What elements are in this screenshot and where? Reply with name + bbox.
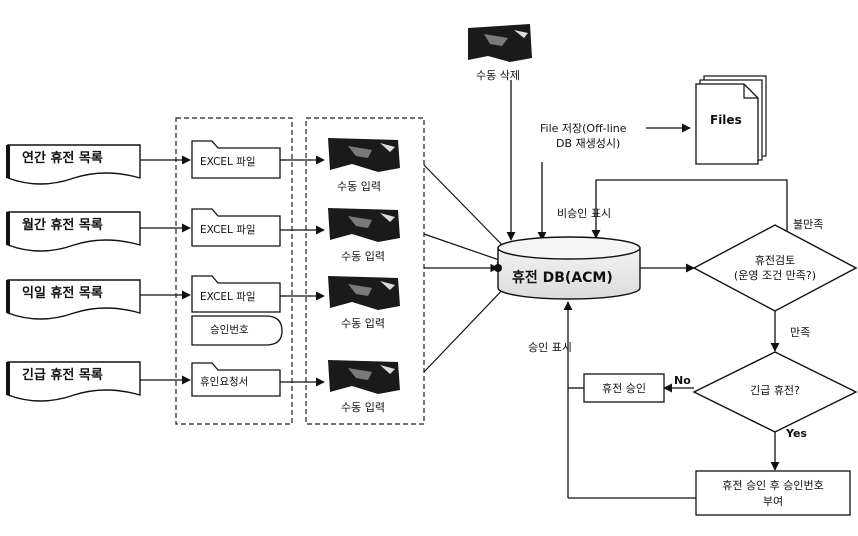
manual-input-label: 수동 입력 (341, 401, 385, 414)
manual-input-image (328, 276, 400, 310)
review-label-line2: (운영 조건 만족?) (733, 269, 817, 282)
doc-nextday-list (6, 279, 141, 320)
approval-number-shape (191, 315, 283, 346)
satisfied-label: 만족 (790, 326, 811, 339)
file-save-label-line1: File 저장(Off-line (540, 122, 627, 135)
doc-monthly-list (6, 211, 141, 252)
doc-emergency-list (6, 361, 141, 402)
files-label: Files (710, 113, 742, 127)
arrow-input2-to-db (423, 233, 506, 264)
yes-label: Yes (786, 427, 807, 440)
approve-box (583, 373, 665, 403)
approve-assign-box (695, 470, 851, 516)
unsatisfied-label: 불만족 (793, 218, 824, 231)
manual-input-image (328, 208, 400, 242)
approval-number-label: 승인번호 (210, 324, 249, 336)
manual-input-label: 수동 입력 (341, 250, 385, 263)
manual-delete-image (468, 24, 532, 62)
arrow-input4-to-db (423, 281, 511, 373)
arrow-unsatisfied-loop (591, 179, 788, 248)
assign-label-line2: 부여 (762, 495, 784, 508)
doc-yearly-list (6, 144, 141, 185)
db-label: 휴전 DB(ACM) (512, 270, 613, 286)
assign-label-line1: 휴전 승인 후 승인번호 (722, 479, 824, 492)
file-save-label-line2: DB 재생성시) (556, 137, 621, 150)
review-decision-diamond (692, 224, 858, 312)
source-label-monthly: 월간 휴전 목록 (22, 218, 103, 233)
folder-label: EXCEL 파일 (200, 291, 256, 303)
manual-input-label: 수동 입력 (341, 317, 385, 330)
approve-label: 휴전 승인 (602, 382, 646, 395)
manual-input-image (328, 360, 400, 394)
source-label-yearly: 연간 휴전 목록 (22, 151, 103, 166)
files-icon (695, 75, 767, 165)
folder-label: 휴인요청서 (200, 376, 249, 388)
arrow-input1-to-db (423, 164, 513, 256)
no-label: No (674, 374, 691, 387)
folder-icon (191, 362, 281, 397)
review-label-line1: 휴전검토 (754, 254, 796, 267)
emergency-label: 긴급 휴전? (750, 384, 800, 397)
unapproved-label: 비승인 표시 (557, 207, 612, 220)
manual-delete-label: 수동 삭제 (476, 69, 520, 82)
db-cylinder (494, 236, 641, 300)
manual-input-label: 수동 입력 (337, 180, 381, 193)
folder-icon (191, 140, 281, 179)
folder-icon (191, 208, 281, 247)
source-label-emergency: 긴급 휴전 목록 (22, 368, 103, 383)
folder-group-box (175, 117, 293, 425)
folder-label: EXCEL 파일 (200, 156, 256, 168)
source-label-nextday: 익일 휴전 목록 (22, 286, 103, 301)
approved-label: 승인 표시 (528, 341, 572, 354)
folder-label: EXCEL 파일 (200, 224, 256, 236)
manual-input-group-box (305, 117, 425, 425)
manual-input-image (328, 138, 400, 172)
folder-icon (191, 275, 281, 313)
